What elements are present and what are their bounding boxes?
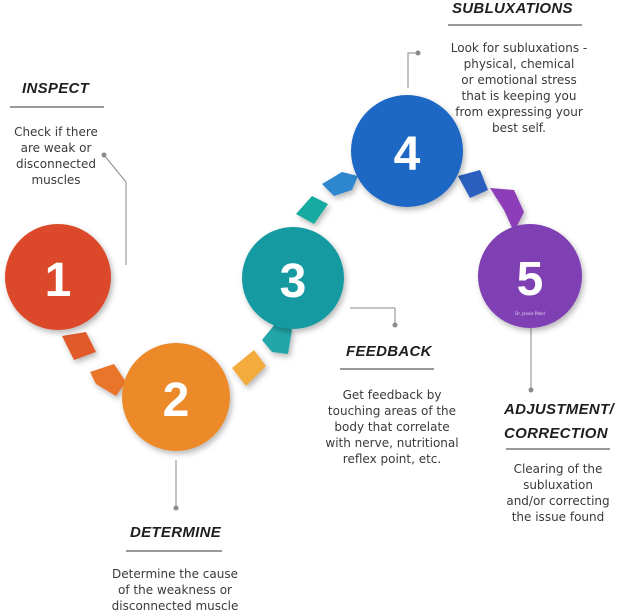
- connector-subluxations: [407, 52, 418, 88]
- inspect-rule: [10, 106, 104, 108]
- step-circle-2: [122, 343, 230, 451]
- step-number-1: 1: [45, 254, 72, 307]
- inspect-title: INSPECT: [22, 80, 90, 97]
- step-circle-1: [5, 224, 111, 330]
- inspect-line-2: are weak or: [20, 141, 92, 155]
- adjustment-rule: [506, 448, 610, 450]
- subluxations-line-3: or emotional stress: [461, 73, 577, 87]
- feedback-line-3: body that correlate: [334, 420, 450, 434]
- inspect-line-1: Check if there: [14, 125, 98, 139]
- feedback-line-1: Get feedback by: [342, 388, 442, 402]
- subluxations-line-5: from expressing your: [455, 105, 583, 119]
- arrow-2-3a: [232, 350, 266, 386]
- feedback-description: Get feedback by touching areas of the bo…: [318, 387, 466, 467]
- watermark-text: Dr. Jessie Patel: [515, 311, 544, 316]
- connector-dot-determine: [173, 505, 179, 511]
- connector-dot-inspect: [101, 152, 107, 158]
- adjustment-line-2: subluxation: [523, 478, 593, 492]
- arrow-3-4a: [296, 196, 328, 224]
- arrow-4-5a: [458, 170, 488, 198]
- arrow-1-2a: [62, 332, 96, 360]
- subluxations-line-6: best self.: [492, 121, 546, 135]
- step-circle-3: [242, 227, 344, 329]
- subluxations-description: Look for subluxations - physical, chemic…: [436, 40, 602, 136]
- step-circle-5: [478, 224, 582, 328]
- subluxations-title: SUBLUXATIONS: [452, 0, 573, 17]
- determine-title: DETERMINE: [130, 524, 222, 541]
- step-number-4: 4: [394, 128, 421, 181]
- flow-arrows: [62, 170, 524, 396]
- connector-dot-adjustment: [528, 387, 534, 393]
- connector-feedback: [350, 307, 396, 325]
- adjustment-line-1: Clearing of the: [513, 462, 603, 476]
- connector-dot-feedback: [392, 322, 398, 328]
- subluxations-line-2: physical, chemical: [463, 57, 575, 71]
- feedback-rule: [340, 368, 434, 370]
- arrow-1-2b: [90, 364, 126, 396]
- inspect-line-3: disconnected: [15, 157, 97, 171]
- determine-line-2: of the weakness or: [118, 583, 232, 597]
- determine-line-1: Determine the cause: [112, 567, 238, 581]
- subluxations-line-1: Look for subluxations -: [450, 41, 588, 55]
- feedback-line-5: reflex point, etc.: [342, 452, 442, 466]
- determine-description: Determine the cause of the weakness or d…: [100, 566, 250, 614]
- inspect-line-4: muscles: [31, 173, 81, 187]
- step-number-2: 2: [163, 374, 190, 427]
- adjustment-description: Clearing of the subluxation and/or corre…: [494, 461, 618, 525]
- step-number-5: 5: [517, 253, 544, 306]
- subluxations-line-4: that is keeping you: [461, 89, 577, 103]
- feedback-line-2: touching areas of the: [327, 404, 457, 418]
- determine-rule: [126, 550, 222, 552]
- step-number-3: 3: [280, 255, 307, 308]
- arrow-3-4b: [322, 172, 358, 196]
- arrow-4-5b: [490, 188, 524, 232]
- adjustment-title-line-1: ADJUSTMENT/: [504, 401, 614, 418]
- step-circle-4: [351, 95, 463, 207]
- adjustment-line-4: the issue found: [511, 510, 605, 524]
- feedback-title: FEEDBACK: [346, 343, 432, 360]
- connector-lines: [103, 52, 532, 508]
- determine-line-3: disconnected muscle: [111, 599, 239, 613]
- subluxations-rule: [448, 24, 582, 26]
- adjustment-line-3: and/or correcting: [506, 494, 610, 508]
- connector-dot-subluxations: [415, 50, 421, 56]
- connector-inspect: [103, 154, 127, 265]
- inspect-description: Check if there are weak or disconnected …: [6, 124, 106, 188]
- adjustment-title-line-2: CORRECTION: [504, 425, 608, 442]
- feedback-line-4: with nerve, nutritional: [325, 436, 459, 450]
- adjustment-title: ADJUSTMENT/ CORRECTION: [504, 398, 614, 446]
